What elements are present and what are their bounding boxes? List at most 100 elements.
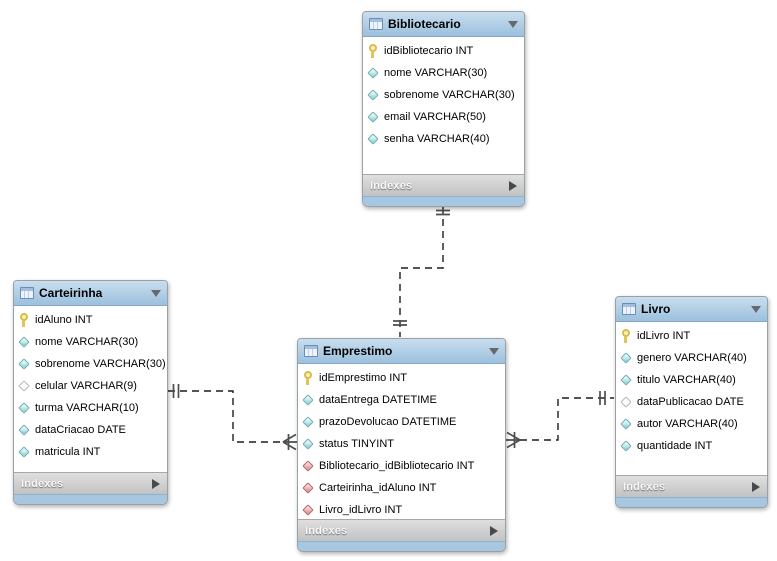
column-label: idLivro INT: [637, 330, 691, 342]
table-icon: [369, 18, 383, 30]
primary-key-icon: [368, 43, 378, 59]
collapse-arrow-icon[interactable]: [508, 20, 518, 28]
relationship-livro-emprestimo[interactable]: [506, 391, 614, 449]
table-emprestimo[interactable]: Emprestimo idEmprestimo INT dataEntrega …: [297, 338, 506, 552]
column-label: autor VARCHAR(40): [637, 418, 738, 430]
column-label: idEmprestimo INT: [319, 372, 408, 384]
column-row[interactable]: sobrenome VARCHAR(30): [363, 84, 524, 106]
indexes-bar[interactable]: Indexes: [14, 472, 167, 494]
column-row[interactable]: idLivro INT: [616, 325, 767, 347]
table-title: Bibliotecario: [388, 17, 461, 31]
collapse-arrow-icon[interactable]: [489, 347, 499, 355]
column-row[interactable]: idBibliotecario INT: [363, 40, 524, 62]
column-row[interactable]: Carteirinha_idAluno INT: [298, 477, 505, 499]
indexes-bar[interactable]: Indexes: [298, 519, 505, 541]
column-row[interactable]: quantidade INT: [616, 435, 767, 457]
column-row[interactable]: titulo VARCHAR(40): [616, 369, 767, 391]
column-icon: [620, 352, 632, 364]
table-bibliotecario[interactable]: Bibliotecario idBibliotecario INT nome V…: [362, 11, 525, 207]
table-title: Livro: [641, 302, 671, 316]
column-row[interactable]: status TINYINT: [298, 433, 505, 455]
foreign-key-icon: [302, 460, 314, 472]
column-icon: [18, 336, 30, 348]
column-icon: [18, 402, 30, 414]
column-label: prazoDevolucao DATETIME: [319, 416, 457, 428]
column-label: celular VARCHAR(9): [35, 380, 137, 392]
indexes-bar[interactable]: Indexes: [616, 475, 767, 497]
relationship-carteirinha-emprestimo[interactable]: [168, 384, 297, 451]
column-label: genero VARCHAR(40): [637, 352, 747, 364]
column-row[interactable]: genero VARCHAR(40): [616, 347, 767, 369]
column-label: senha VARCHAR(40): [384, 133, 490, 145]
column-row[interactable]: Bibliotecario_idBibliotecario INT: [298, 455, 505, 477]
column-icon: [620, 418, 632, 430]
column-label: Carteirinha_idAluno INT: [319, 482, 437, 494]
column-label: Livro_idLivro INT: [319, 504, 403, 516]
column-label: nome VARCHAR(30): [35, 336, 139, 348]
table-emprestimo-header[interactable]: Emprestimo: [298, 339, 505, 364]
column-icon: [302, 438, 314, 450]
foreign-key-icon: [302, 482, 314, 494]
column-label: status TINYINT: [319, 438, 394, 450]
column-icon: [302, 394, 314, 406]
column-icon: [367, 111, 379, 123]
column-row[interactable]: nome VARCHAR(30): [14, 331, 167, 353]
expand-arrow-icon[interactable]: [152, 478, 160, 489]
indexes-label: Indexes: [21, 477, 64, 490]
table-emprestimo-columns: idEmprestimo INT dataEntrega DATETIME pr…: [298, 364, 505, 519]
column-label: titulo VARCHAR(40): [637, 374, 736, 386]
table-icon: [304, 345, 318, 357]
column-label: sobrenome VARCHAR(30): [384, 89, 515, 101]
table-footer-bar: [363, 196, 524, 206]
relationship-bibliotecario-emprestimo[interactable]: [393, 207, 450, 337]
column-icon: [367, 67, 379, 79]
indexes-label: Indexes: [305, 524, 348, 537]
primary-key-icon: [19, 312, 29, 328]
collapse-arrow-icon[interactable]: [151, 289, 161, 297]
column-row[interactable]: dataCriacao DATE: [14, 419, 167, 441]
table-icon: [20, 287, 34, 299]
column-row[interactable]: celular VARCHAR(9): [14, 375, 167, 397]
table-carteirinha-columns: idAluno INT nome VARCHAR(30) sobrenome V…: [14, 306, 167, 472]
collapse-arrow-icon[interactable]: [751, 305, 761, 313]
column-row[interactable]: autor VARCHAR(40): [616, 413, 767, 435]
column-icon: [367, 89, 379, 101]
table-livro-columns: idLivro INT genero VARCHAR(40) titulo VA…: [616, 322, 767, 475]
primary-key-icon: [303, 370, 313, 386]
column-label: Bibliotecario_idBibliotecario INT: [319, 460, 475, 472]
column-row[interactable]: senha VARCHAR(40): [363, 128, 524, 150]
column-row[interactable]: dataPublicacao DATE: [616, 391, 767, 413]
column-row[interactable]: dataEntrega DATETIME: [298, 389, 505, 411]
column-icon: [18, 424, 30, 436]
table-livro-header[interactable]: Livro: [616, 297, 767, 322]
table-carteirinha-header[interactable]: Carteirinha: [14, 281, 167, 306]
expand-arrow-icon[interactable]: [509, 180, 517, 191]
column-row[interactable]: idEmprestimo INT: [298, 367, 505, 389]
column-row[interactable]: prazoDevolucao DATETIME: [298, 411, 505, 433]
expand-arrow-icon[interactable]: [490, 525, 498, 536]
indexes-bar[interactable]: Indexes: [363, 174, 524, 196]
column-row[interactable]: idAluno INT: [14, 309, 167, 331]
column-row[interactable]: turma VARCHAR(10): [14, 397, 167, 419]
column-icon: [620, 374, 632, 386]
table-carteirinha[interactable]: Carteirinha idAluno INT nome VARCHAR(30)…: [13, 280, 168, 505]
column-row[interactable]: matricula INT: [14, 441, 167, 463]
table-footer-bar: [298, 541, 505, 551]
expand-arrow-icon[interactable]: [752, 481, 760, 492]
indexes-label: Indexes: [370, 179, 413, 192]
primary-key-icon: [621, 328, 631, 344]
column-label: idBibliotecario INT: [384, 45, 474, 57]
column-row[interactable]: nome VARCHAR(30): [363, 62, 524, 84]
column-label: turma VARCHAR(10): [35, 402, 139, 414]
column-row[interactable]: email VARCHAR(50): [363, 106, 524, 128]
column-label: matricula INT: [35, 446, 101, 458]
column-row[interactable]: sobrenome VARCHAR(30): [14, 353, 167, 375]
table-title: Carteirinha: [39, 286, 103, 300]
column-nullable-icon: [620, 396, 632, 408]
column-icon: [18, 358, 30, 370]
column-row[interactable]: Livro_idLivro INT: [298, 499, 505, 519]
table-livro[interactable]: Livro idLivro INT genero VARCHAR(40) tit…: [615, 296, 768, 508]
table-bibliotecario-header[interactable]: Bibliotecario: [363, 12, 524, 37]
